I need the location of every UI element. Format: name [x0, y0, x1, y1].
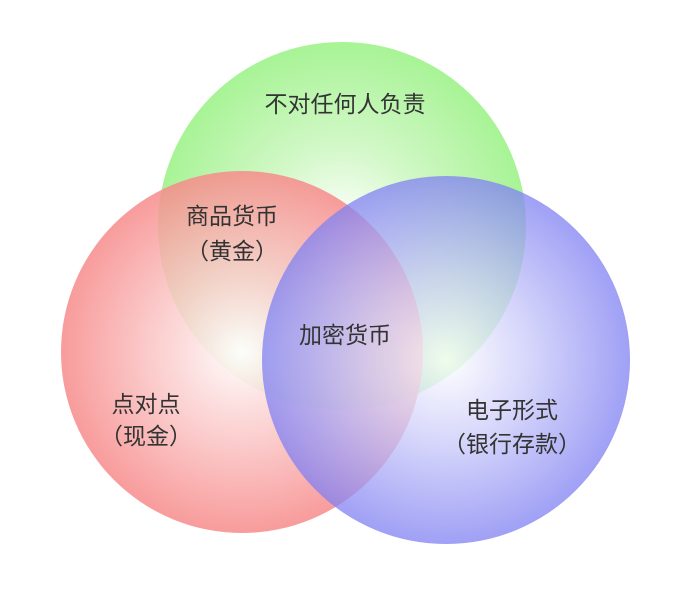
label-top-circle: 不对任何人负责: [265, 92, 426, 118]
label-right-circle-line2: （银行存款）: [443, 432, 581, 458]
label-top-left-overlap-line1: 商品货币: [186, 204, 278, 230]
label-left-circle-line1: 点对点: [112, 392, 181, 418]
label-right-circle-line1: 电子形式: [466, 398, 558, 424]
label-left-circle-line2: （现金）: [100, 424, 192, 450]
label-top-left-overlap-line2: （黄金）: [186, 239, 278, 265]
label-center-overlap: 加密货币: [299, 323, 391, 349]
circle-right: [262, 176, 630, 544]
